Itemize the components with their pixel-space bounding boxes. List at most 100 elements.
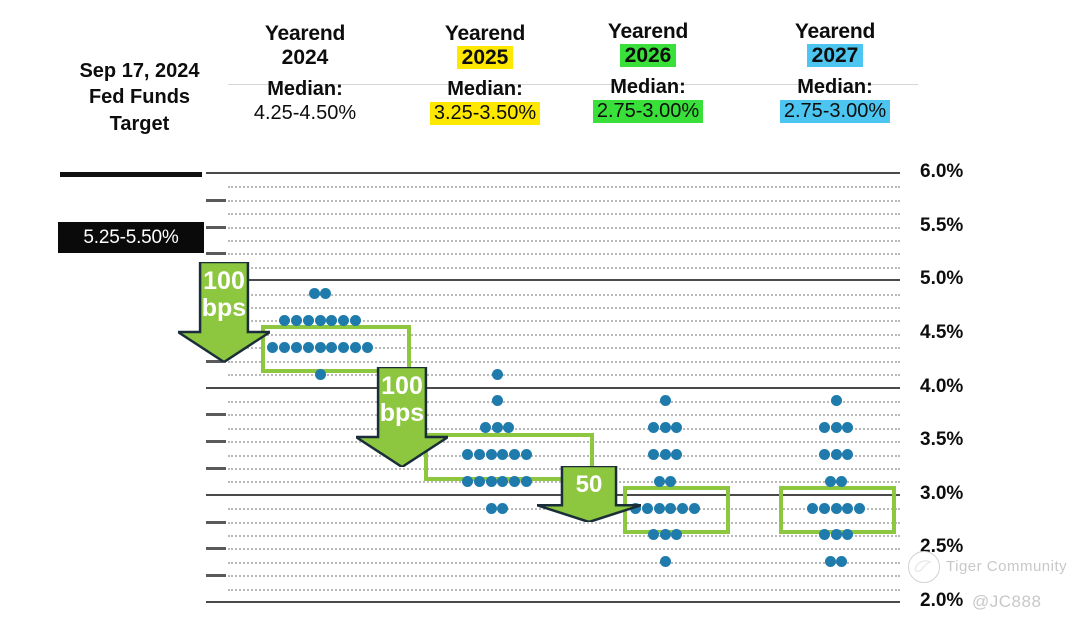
dot-marker bbox=[314, 368, 326, 380]
y-axis-tick bbox=[206, 547, 226, 551]
gridline-minor bbox=[228, 253, 900, 256]
gridline-minor bbox=[228, 414, 900, 417]
y-axis-label: 3.5% bbox=[920, 429, 964, 451]
gridline-minor bbox=[228, 360, 900, 363]
watermark-user: @JC888 bbox=[972, 592, 1042, 611]
dot-marker bbox=[659, 395, 671, 407]
dot-marker bbox=[503, 422, 515, 434]
dot-marker bbox=[349, 341, 361, 353]
dot-marker bbox=[665, 475, 677, 487]
column-header-2024: Yearend 2024 Median: 4.25-4.50% bbox=[215, 22, 395, 125]
dot-marker bbox=[647, 449, 659, 461]
column-title: Yearend bbox=[607, 20, 689, 43]
arrow-100bps-2024 bbox=[178, 262, 270, 362]
dot-marker bbox=[641, 502, 653, 514]
gridline-minor bbox=[228, 307, 900, 310]
dot-marker bbox=[509, 475, 521, 487]
median-highlight-box bbox=[261, 325, 411, 374]
gridline-minor bbox=[228, 293, 900, 296]
page-title: Sep 17, 2024 Fed Funds Target bbox=[52, 58, 227, 137]
y-axis-tick bbox=[206, 574, 226, 578]
dot-marker bbox=[830, 449, 842, 461]
dot-marker bbox=[830, 395, 842, 407]
column-title: Yearend bbox=[444, 22, 526, 45]
gridline-minor bbox=[228, 333, 900, 336]
dot-marker bbox=[521, 449, 532, 461]
column-header-2025: Yearend 2025 Median: 3.25-3.50% bbox=[395, 22, 575, 125]
y-axis-label: 4.0% bbox=[920, 375, 964, 397]
dot-marker bbox=[818, 449, 830, 461]
dot-marker bbox=[647, 422, 659, 434]
column-header-2026: Yearend 2026 Median: 2.75-3.00% bbox=[558, 20, 738, 123]
dot-marker bbox=[308, 288, 320, 300]
gridline-minor bbox=[228, 226, 900, 229]
dot-marker bbox=[818, 502, 830, 514]
dot-marker bbox=[314, 341, 326, 353]
y-axis-label: 2.0% bbox=[920, 590, 964, 611]
y-axis-label: 3.0% bbox=[920, 482, 964, 504]
dot-marker bbox=[302, 314, 314, 326]
dot-marker bbox=[659, 529, 671, 541]
dot-marker bbox=[473, 475, 485, 487]
y-axis-label: 5.5% bbox=[920, 214, 964, 236]
dot-marker bbox=[671, 529, 683, 541]
dot-marker bbox=[836, 556, 848, 568]
gridline-minor bbox=[228, 266, 900, 269]
dot-marker bbox=[497, 475, 509, 487]
dot-marker bbox=[824, 556, 836, 568]
median-label: Median: bbox=[610, 76, 686, 99]
median-label: Median: bbox=[447, 78, 523, 101]
gridline-minor bbox=[228, 374, 900, 377]
median-value: 2.75-3.00% bbox=[779, 100, 891, 123]
gridline-minor bbox=[228, 561, 900, 564]
gridline-minor bbox=[228, 548, 900, 551]
dot-marker bbox=[653, 502, 665, 514]
gridline-minor bbox=[228, 427, 900, 430]
dot-marker bbox=[491, 368, 503, 380]
dot-marker bbox=[491, 395, 503, 407]
y-axis-tick bbox=[206, 466, 226, 470]
dot-marker bbox=[842, 422, 854, 434]
page-title-line-2: Fed Funds bbox=[88, 86, 191, 109]
dot-marker bbox=[842, 502, 854, 514]
dot-marker bbox=[842, 449, 854, 461]
dot-marker bbox=[479, 422, 491, 434]
column-title: Yearend bbox=[794, 20, 876, 43]
gridline-minor bbox=[228, 240, 900, 243]
gridline-minor bbox=[228, 186, 900, 189]
column-year: 2026 bbox=[619, 43, 677, 68]
dot-marker bbox=[279, 314, 291, 326]
column-year: 2027 bbox=[806, 43, 864, 68]
gridline-minor bbox=[228, 400, 900, 403]
median-value: 4.25-4.50% bbox=[253, 102, 357, 125]
dot-marker bbox=[653, 475, 665, 487]
dot-marker bbox=[824, 475, 836, 487]
dot-marker bbox=[338, 341, 350, 353]
dot-marker bbox=[677, 502, 689, 514]
median-highlight-box bbox=[424, 432, 594, 481]
gridline-minor bbox=[228, 347, 900, 350]
watermark-logo-icon bbox=[908, 551, 940, 583]
gridline-minor bbox=[228, 199, 900, 202]
median-label: Median: bbox=[797, 76, 873, 99]
gridline-minor bbox=[228, 534, 900, 537]
dot-marker bbox=[326, 341, 338, 353]
gridline-minor bbox=[228, 521, 900, 524]
dot-marker bbox=[509, 449, 521, 461]
dot-marker bbox=[290, 341, 302, 353]
dot-marker bbox=[830, 502, 842, 514]
arrow-50bps-2026 bbox=[537, 466, 641, 522]
dot-marker bbox=[497, 502, 509, 514]
dot-marker bbox=[320, 288, 332, 300]
gridline-major bbox=[206, 601, 900, 603]
y-axis-tick bbox=[206, 440, 226, 444]
dot-marker bbox=[485, 449, 497, 461]
dot-marker bbox=[462, 475, 473, 487]
column-title: Yearend bbox=[264, 22, 346, 45]
dot-marker bbox=[279, 341, 291, 353]
dot-marker bbox=[836, 475, 848, 487]
dot-marker bbox=[521, 475, 532, 487]
watermark-tiger-icon bbox=[914, 560, 932, 573]
dot-marker bbox=[326, 314, 338, 326]
